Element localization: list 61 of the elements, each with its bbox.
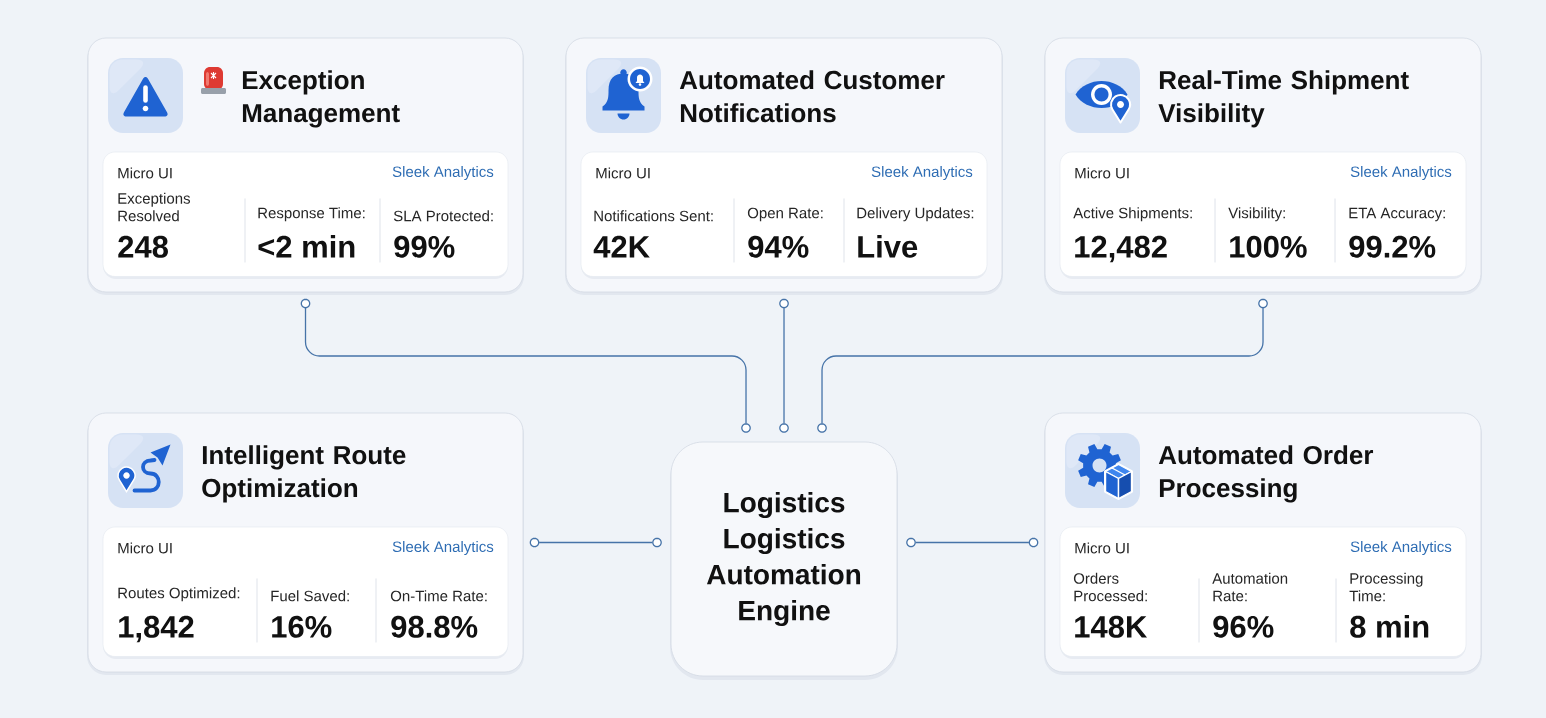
metric-label: Visibility: — [1228, 207, 1285, 222]
card-title: Automated Order Processing — [1158, 445, 1374, 503]
metric-value: 98.8% — [391, 615, 478, 638]
stats-panel — [1059, 151, 1467, 279]
metric-label: Routes Optimized: — [118, 587, 240, 602]
metric-label: SLA Protected: — [393, 210, 493, 222]
panel-label: Micro UI — [1075, 167, 1129, 179]
metric-label: Response Time: — [258, 207, 365, 222]
metric-value: Live — [858, 235, 918, 258]
engine-box: Logistics Logistics Automation Engine — [670, 441, 898, 680]
feature-card — [87, 412, 524, 675]
metric-label: Exceptions Resolved — [118, 192, 190, 222]
metric-value: 248 — [118, 235, 168, 258]
metric-label: Active Shipments: — [1073, 207, 1192, 222]
feature-card — [87, 37, 524, 295]
metric-label: Orders Processed: — [1073, 572, 1147, 602]
stats-panel — [580, 151, 988, 279]
metric-label: Processing Time: — [1349, 572, 1423, 602]
feature-card — [565, 37, 1003, 295]
panel-label: Micro UI — [118, 167, 172, 179]
connector — [817, 298, 1268, 433]
metric-value: 42K — [593, 235, 650, 258]
feature-card — [1044, 412, 1482, 675]
metric-label: ETA Accuracy: — [1349, 207, 1445, 222]
card-title: Real-Time Shipment Visibility — [1158, 70, 1409, 128]
metric-label: Delivery Updates: — [857, 207, 974, 222]
link-text: Sleek Analytics — [392, 166, 494, 180]
connector — [906, 537, 1039, 548]
panel-label: Micro UI — [1075, 542, 1129, 554]
stats-panel — [102, 151, 509, 279]
metric-label: Fuel Saved: — [271, 590, 349, 602]
connector — [300, 298, 751, 433]
metric-value: 99.2% — [1349, 235, 1436, 258]
panel-label: Micro UI — [118, 542, 172, 554]
link-text: Sleek Analytics — [1350, 541, 1452, 555]
card-title: Automated Customer Notifications — [679, 70, 945, 123]
metric-value: 1,842 — [119, 615, 194, 643]
panel-label: Micro UI — [596, 167, 650, 179]
metric-value: 94% — [748, 235, 809, 258]
card-title: Intelligent Route Optimization — [202, 445, 406, 503]
metric-value: 12,482 — [1075, 235, 1167, 263]
metric-value: 16% — [272, 615, 332, 638]
card-title: Exception Management — [242, 70, 400, 128]
metric-value: 100% — [1230, 235, 1307, 258]
metric-label: Open Rate: — [747, 207, 823, 222]
link-text: Sleek Analytics — [1350, 166, 1452, 180]
metric-label: On-Time Rate: — [390, 590, 487, 602]
metric-label: Notifications Sent: — [594, 210, 713, 222]
stats-panel — [102, 526, 509, 659]
metric-value: 148K — [1075, 615, 1147, 638]
metric-label: Automation Rate: — [1212, 572, 1288, 602]
stats-panel — [1059, 526, 1467, 659]
connector — [779, 298, 789, 433]
metric-value: <2 min — [258, 235, 355, 258]
link-text: Sleek Analytics — [871, 166, 973, 180]
metric-value: 8 min — [1350, 615, 1429, 638]
connector — [529, 537, 662, 548]
metric-value: 99% — [394, 235, 455, 258]
feature-card — [1044, 37, 1482, 295]
metric-value: 96% — [1213, 615, 1274, 638]
link-text: Sleek Analytics — [392, 541, 494, 555]
